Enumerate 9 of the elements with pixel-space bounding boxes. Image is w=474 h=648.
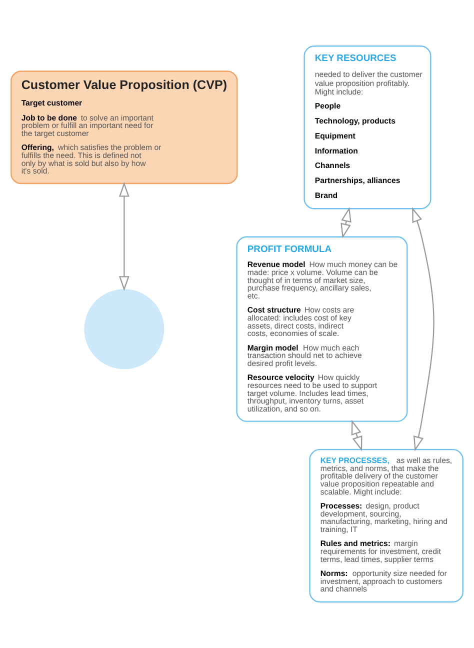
arrow	[351, 420, 362, 452]
arrow	[340, 206, 352, 238]
node-box: Customer Value Proposition (CVP) Target customer Job to be done to solve an important problem or fulfill an important need for the target customer Offering, which satisfies the problem or fulfills the need. This is defined not only by what is sold but also by how it's sold.	[10, 70, 238, 184]
node-box: KEY RESOURCES needed to deliver the customer value proposition profitably. Might include: People Technology, products Equipment Information Channels Partnerships, alliances Brand	[304, 46, 432, 210]
arrow	[412, 207, 434, 452]
node-box: PROFIT FORMULA Revenue model How much money can be made: price x volume. Volume can be thought of in terms of market size, purchase frequency, ancillary sales, etc. Cost structure How costs are allocated: includes cost of key assets, direct costs, indirect costs, economies of scale. Margin model How much each transaction should net to achieve desired profit levels. Resource velocity How quickly resources need to be used to support target volume. Includes lead times, throughput, inventory turns, asset utilization, and so on.	[236, 236, 408, 422]
node-box: KEY PROCESSES, as well as rules, metrics, and norms, that make the profitable delivery of the customer value proposition repeatable and scalable. Might include: Processes: design, product development, sourcing, manufacturing, marketing, hiring and training, IT Rules and metrics: margin requirements for investment, credit terms, lead times, supplier terms Norms: opportunity size needed for investment, approach to customers and channels	[309, 449, 464, 602]
arrow	[118, 182, 130, 292]
node-circle	[84, 289, 164, 370]
